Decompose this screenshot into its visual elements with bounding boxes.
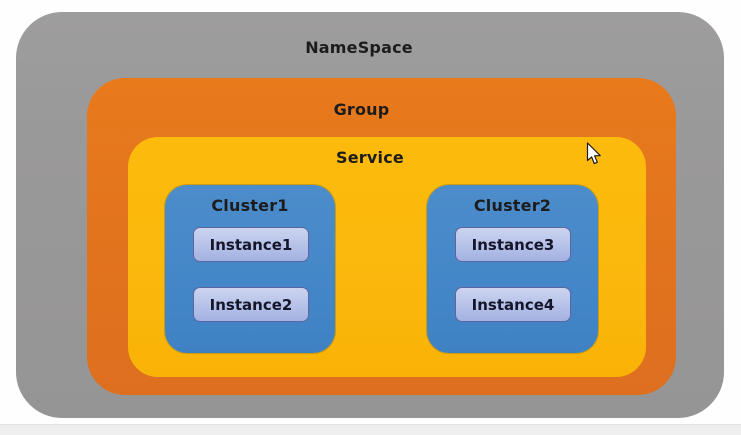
namespace-label: NameSpace <box>305 38 413 57</box>
service-label: Service <box>336 148 404 167</box>
group-label: Group <box>333 100 390 119</box>
cluster1-label: Cluster1 <box>211 196 289 215</box>
group-box: Group Service Cluster1 Instance1 Instanc… <box>87 78 676 395</box>
service-box: Service Cluster1 Instance1 Instance2 Clu… <box>128 137 646 377</box>
instance4-box: Instance4 <box>455 287 571 322</box>
cluster1-box: Cluster1 Instance1 Instance2 <box>165 185 335 353</box>
cluster2-box: Cluster2 Instance3 Instance4 <box>427 185 598 353</box>
instance3-box: Instance3 <box>455 227 571 262</box>
bottom-frame-strip <box>0 424 741 435</box>
instance1-box: Instance1 <box>193 227 309 262</box>
namespace-box: NameSpace Group Service Cluster1 Instanc… <box>16 12 724 418</box>
cluster2-label: Cluster2 <box>473 196 552 215</box>
instance2-box: Instance2 <box>193 287 309 322</box>
